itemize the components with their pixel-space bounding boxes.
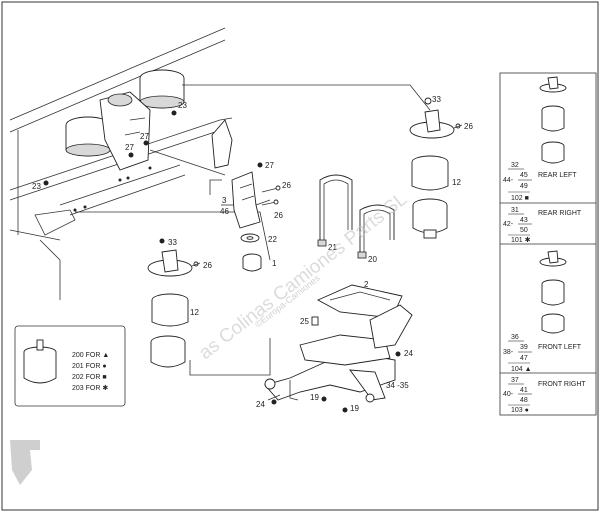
manufacturer-logo (10, 440, 40, 485)
piston-left (150, 335, 186, 368)
top-plate-left (147, 249, 193, 277)
u-bolt-21 (317, 174, 353, 247)
svg-text:44-: 44- (503, 177, 514, 184)
callout-23: 23 (178, 101, 187, 110)
callout-3: 3 (222, 196, 227, 205)
air-spring-12-left (151, 293, 189, 327)
svg-text:45: 45 (520, 172, 528, 179)
callout-34-35: 34 -35 (386, 381, 409, 390)
chassis-bracket (99, 91, 151, 171)
rear-right-codes: 31 42- 43 50 101 ✱ REAR RIGHT (503, 207, 582, 244)
callout-24: 24 (256, 400, 265, 409)
callout-27: 27 (140, 132, 149, 141)
svg-text:102 ■: 102 ■ (511, 195, 529, 202)
legend-row: 200 FOR ▲ (72, 352, 109, 359)
washer-22 (240, 233, 260, 243)
chassis-bracket-right (211, 119, 233, 169)
svg-text:43: 43 (520, 217, 528, 224)
rear-left-codes: 32 44- 45 49 102 ■ REAR LEFT (503, 162, 577, 202)
callout-20: 20 (368, 255, 377, 264)
air-spring-12-right (411, 155, 449, 191)
front-left-label: FRONT LEFT (538, 344, 582, 351)
svg-text:49: 49 (520, 183, 528, 190)
axle-carrier (264, 304, 413, 403)
callout-26: 26 (274, 211, 283, 220)
svg-text:39: 39 (520, 344, 528, 351)
rear-spring-assembly-icon (539, 76, 567, 164)
front-right-codes: 37 40- 41 48 103 ● FRONT RIGHT (503, 377, 586, 414)
callout-33: 33 (168, 238, 177, 247)
rear-left-label: REAR LEFT (538, 172, 577, 179)
legend-rows: 200 FOR ▲ 201 FOR ● 202 FOR ■ 203 FOR ✱ (72, 352, 109, 392)
piston-right (412, 198, 448, 239)
callout-24: 24 (404, 349, 413, 358)
svg-text:104 ▲: 104 ▲ (511, 366, 532, 373)
legend-piston-icon (23, 339, 57, 384)
legend-row: 201 FOR ● (72, 363, 107, 370)
pad-1 (242, 253, 262, 272)
front-spring-assembly-icon (539, 250, 567, 334)
svg-text:32: 32 (511, 162, 519, 169)
svg-text:31: 31 (511, 207, 519, 214)
svg-text:41: 41 (520, 387, 528, 394)
callout-25: 25 (300, 317, 309, 326)
svg-text:101 ✱: 101 ✱ (511, 236, 531, 244)
svg-text:48: 48 (520, 397, 528, 404)
svg-text:40-: 40- (503, 391, 514, 398)
callout-1: 1 (272, 259, 277, 268)
callout-27: 27 (125, 143, 134, 152)
legend-row: 202 FOR ■ (72, 374, 107, 381)
svg-text:47: 47 (520, 355, 528, 362)
callout-27: 27 (265, 161, 274, 170)
rear-right-label: REAR RIGHT (538, 210, 582, 217)
svg-text:38-: 38- (503, 349, 514, 356)
callout-23: 23 (32, 182, 41, 191)
callout-19: 19 (350, 404, 359, 413)
callout-21: 21 (328, 243, 337, 252)
legend-row: 203 FOR ✱ (72, 384, 108, 392)
callout-26: 26 (203, 261, 212, 270)
top-plate-right (409, 109, 455, 139)
callout-33: 33 (432, 95, 441, 104)
svg-text:103 ●: 103 ● (511, 407, 529, 414)
callout-19: 19 (310, 393, 319, 402)
u-bolt-20 (357, 204, 395, 259)
svg-text:50: 50 (520, 227, 528, 234)
callout-12: 12 (452, 178, 461, 187)
callout-12: 12 (190, 308, 199, 317)
front-right-label: FRONT RIGHT (538, 381, 586, 388)
front-left-codes: 36 38- 39 47 104 ▲ FRONT LEFT (503, 334, 582, 373)
callout-26: 26 (282, 181, 291, 190)
svg-text:37: 37 (511, 377, 519, 384)
svg-text:36: 36 (511, 334, 519, 341)
callout-46: 46 (220, 207, 229, 216)
callout-22: 22 (268, 235, 277, 244)
svg-text:42-: 42- (503, 221, 514, 228)
callout-26: 26 (464, 122, 473, 131)
mounting-bracket-3 (231, 171, 271, 229)
callout-2: 2 (364, 280, 369, 289)
chassis-air-spring-left (65, 116, 111, 157)
